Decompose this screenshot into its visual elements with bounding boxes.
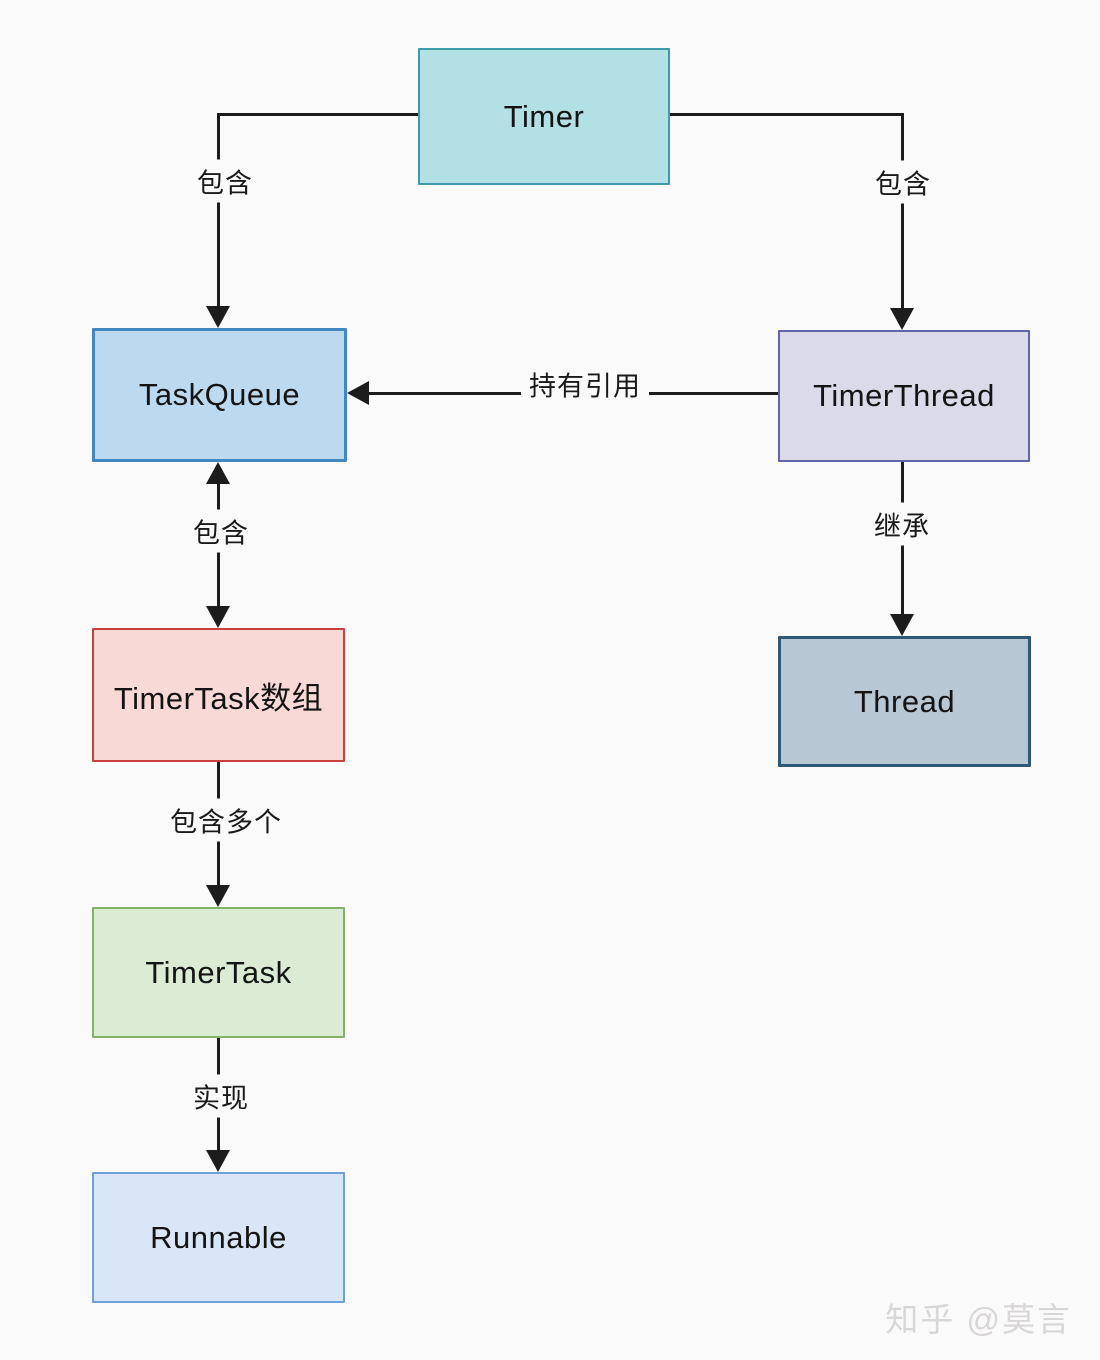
- edge-label-contains-right: 包含: [867, 160, 939, 204]
- arrowhead-down-timertask-icon: [206, 885, 230, 907]
- arrowhead-down-thread-icon: [890, 614, 914, 636]
- arrowhead-down-taskqueue-icon: [206, 306, 230, 328]
- edge-label-contains-left: 包含: [189, 159, 261, 203]
- node-taskqueue: TaskQueue: [92, 328, 347, 462]
- node-runnable-label: Runnable: [150, 1219, 287, 1255]
- edge-timer-timerthread-hline: [670, 113, 903, 116]
- arrowhead-down-timertask-array-icon: [206, 606, 230, 628]
- edge-label-holds-reference: 持有引用: [521, 362, 649, 406]
- node-thread-label: Thread: [853, 683, 956, 719]
- edge-label-contains-middle: 包含: [185, 509, 257, 553]
- edge-label-contains-multiple: 包含多个: [162, 798, 290, 842]
- node-timer-label: Timer: [503, 98, 585, 134]
- node-timertask-array: TimerTask数组: [92, 628, 345, 762]
- edge-timer-taskqueue-hline: [218, 113, 418, 116]
- edge-timer-timerthread-vline: [901, 113, 904, 308]
- edge-label-implements: 实现: [185, 1074, 257, 1118]
- node-timer: Timer: [418, 48, 670, 185]
- node-runnable: Runnable: [92, 1172, 345, 1303]
- node-timertask-label: TimerTask: [145, 954, 292, 990]
- watermark: 知乎 @莫言: [885, 1301, 1072, 1338]
- arrowhead-down-timerthread-icon: [890, 308, 914, 330]
- edge-timer-taskqueue-vline: [217, 113, 220, 308]
- arrowhead-down-runnable-icon: [206, 1150, 230, 1172]
- node-timertask: TimerTask: [92, 907, 345, 1038]
- node-timertask-array-label: TimerTask数组: [113, 680, 324, 716]
- edge-label-inherits: 继承: [866, 502, 938, 546]
- node-taskqueue-label: TaskQueue: [138, 377, 301, 412]
- node-timerthread: TimerThread: [778, 330, 1030, 462]
- arrowhead-left-taskqueue-icon: [347, 381, 369, 405]
- arrowhead-up-taskqueue-icon: [206, 462, 230, 484]
- node-thread: Thread: [778, 636, 1031, 767]
- node-timerthread-label: TimerThread: [813, 378, 995, 413]
